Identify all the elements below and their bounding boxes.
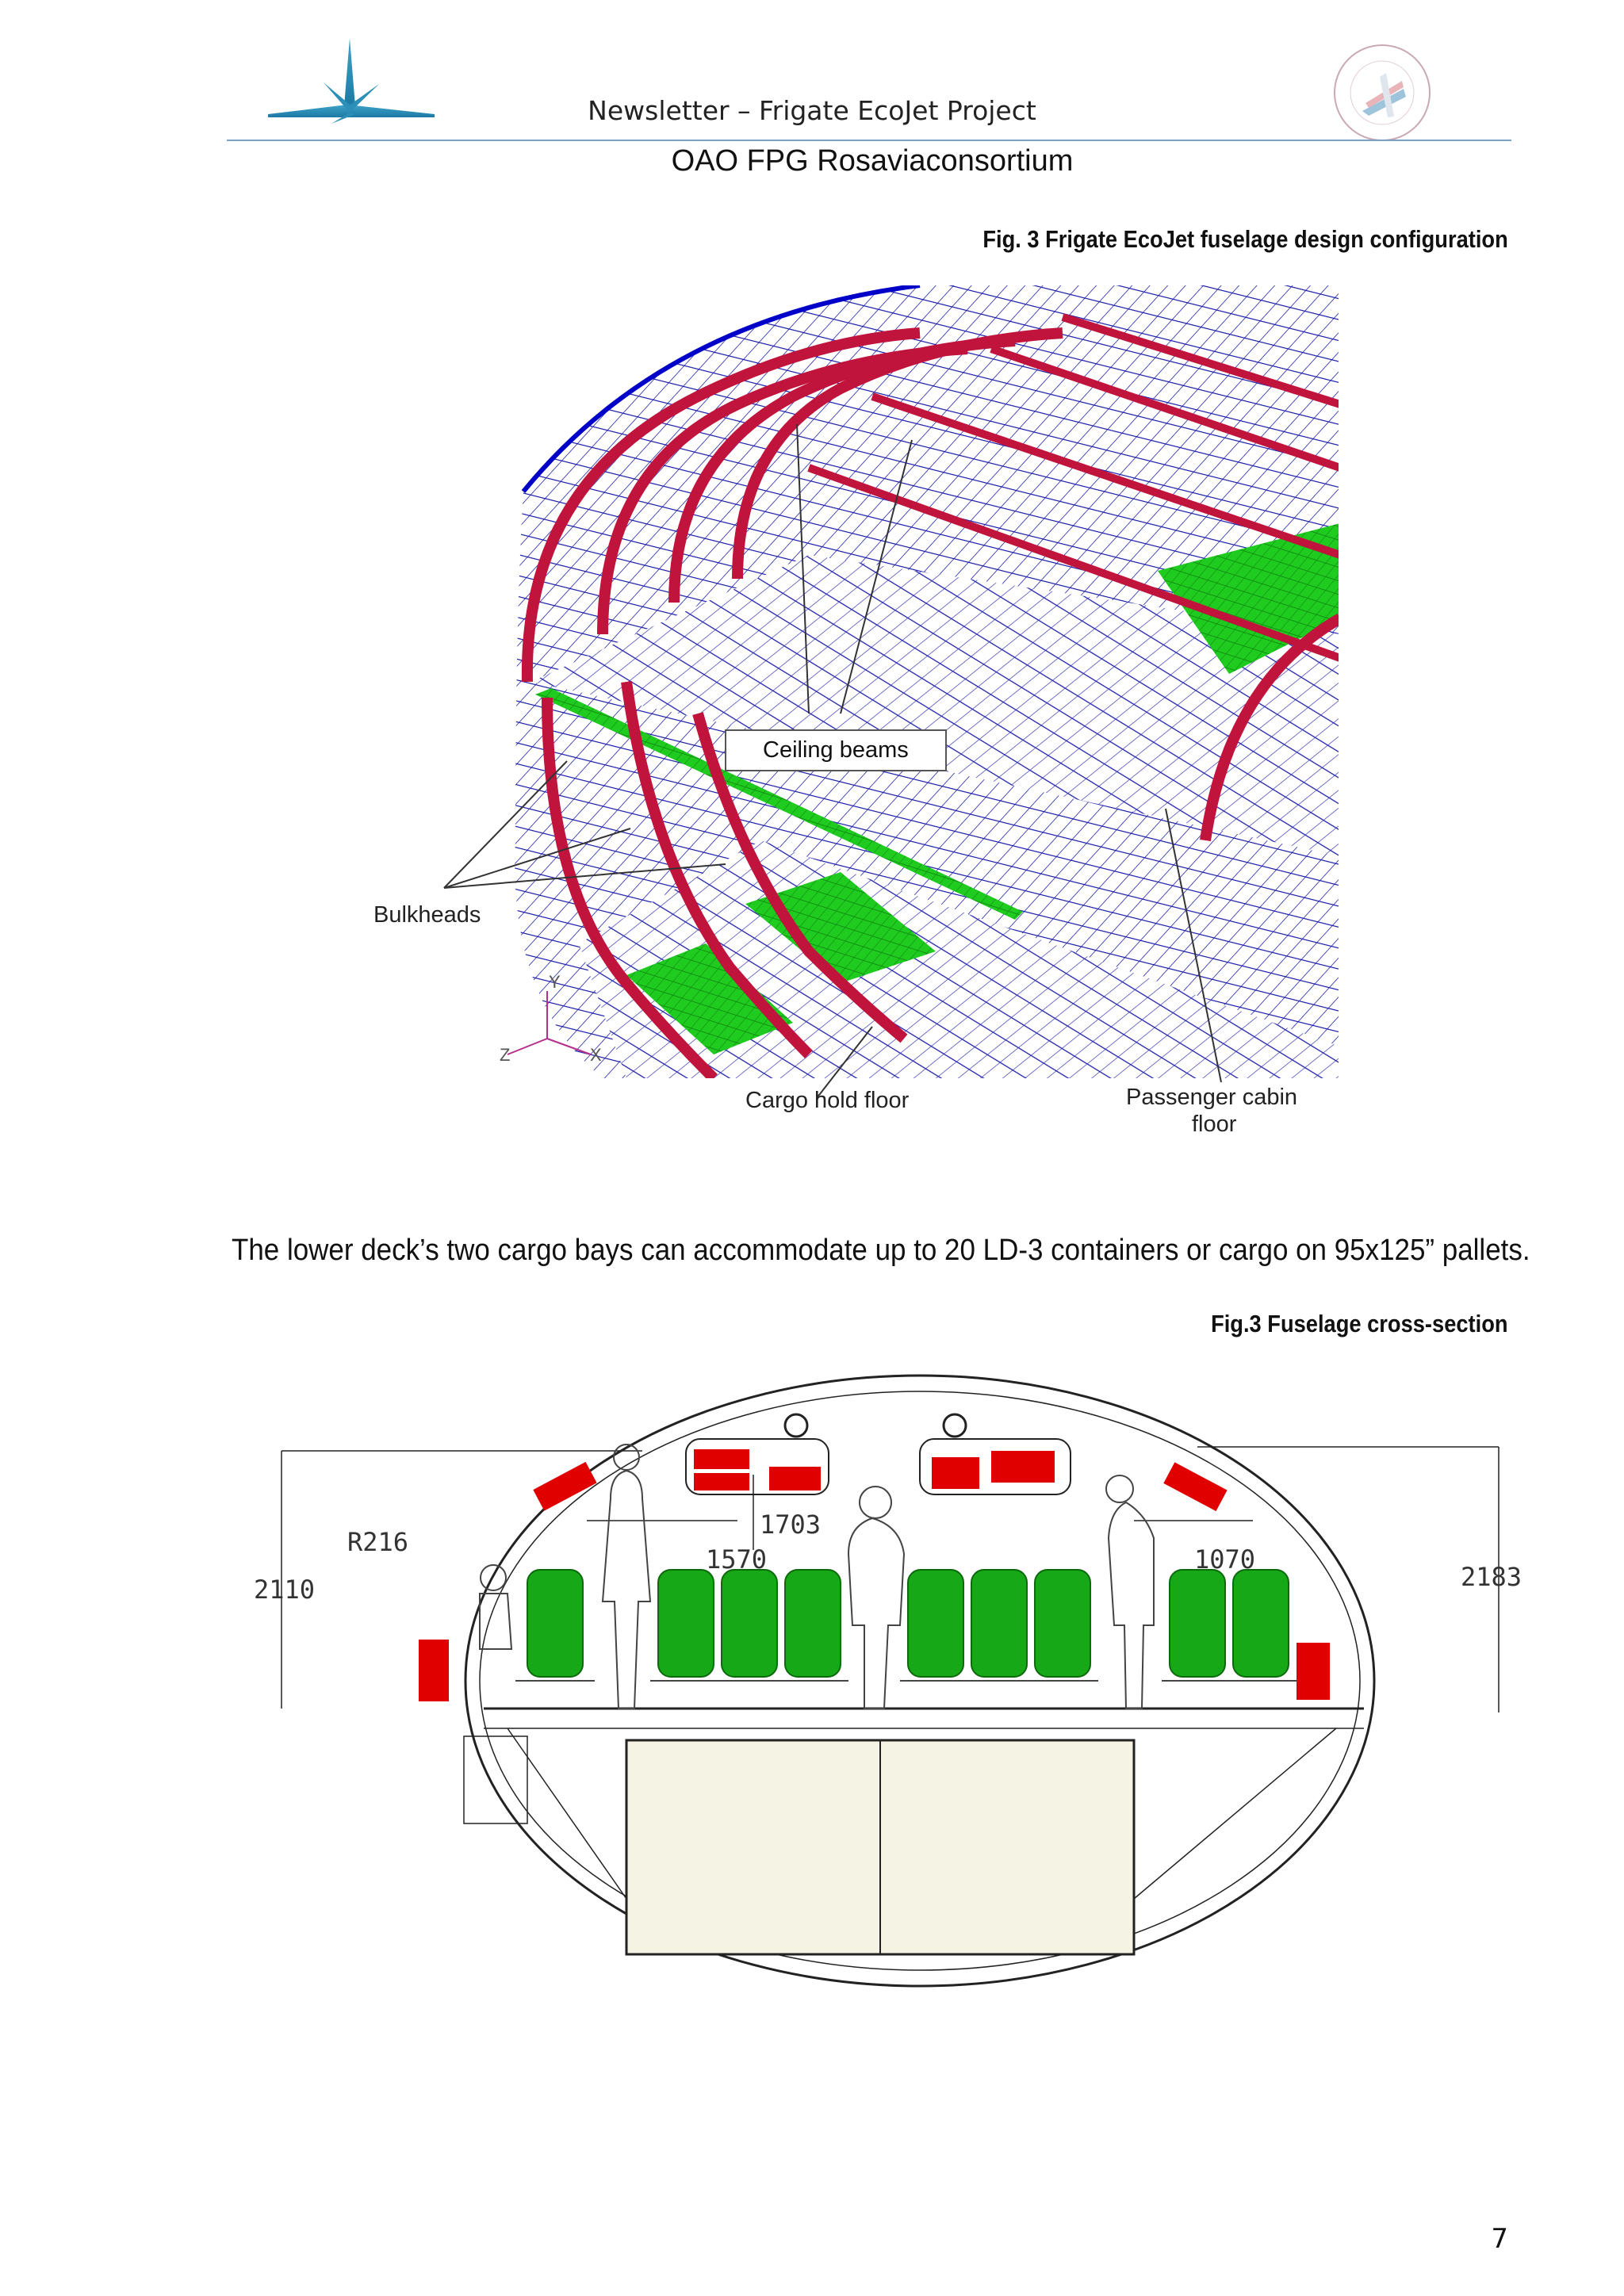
dim-aisle-right: 1070 <box>1194 1544 1256 1575</box>
page-number: 7 <box>1491 2223 1508 2255</box>
dim-aisle-left: 1570 <box>706 1544 768 1575</box>
header-divider <box>227 140 1511 141</box>
axis-z-label: Z <box>500 1045 511 1065</box>
organization-name: OAO FPG Rosaviaconsortium <box>671 144 1074 178</box>
axis-y-label: Y <box>549 972 561 992</box>
body-paragraph: The lower deck’s two cargo bays can acco… <box>232 1234 1530 1267</box>
star-logo <box>268 38 435 124</box>
dim-overhead: 1703 <box>760 1510 822 1540</box>
label-passenger-cabin-floor: Passenger cabin <box>1126 1085 1298 1110</box>
newsletter-title: Newsletter – Frigate EcoJet Project <box>588 95 1036 126</box>
rosaviaconsortium-seal <box>1334 44 1431 141</box>
label-bulkheads: Bulkheads <box>373 902 481 928</box>
label-cargo-hold-floor: Cargo hold floor <box>745 1088 910 1113</box>
label-passenger-cabin-floor-2: floor <box>1192 1112 1237 1137</box>
label-ceiling-beams: Ceiling beams <box>725 729 947 771</box>
dim-right-height: 2183 <box>1461 1562 1522 1592</box>
fuselage-mesh-figure <box>443 285 1339 1099</box>
dim-left-height: 2110 <box>254 1575 316 1605</box>
fuselage-cross-section <box>281 1374 1500 1988</box>
dim-radius: R216 <box>347 1527 409 1557</box>
figure2-caption: Fig.3 Fuselage cross-section <box>1211 1310 1508 1337</box>
axis-x-label: X <box>590 1045 602 1065</box>
figure1-caption: Fig. 3 Frigate EcoJet fuselage design co… <box>982 225 1508 253</box>
